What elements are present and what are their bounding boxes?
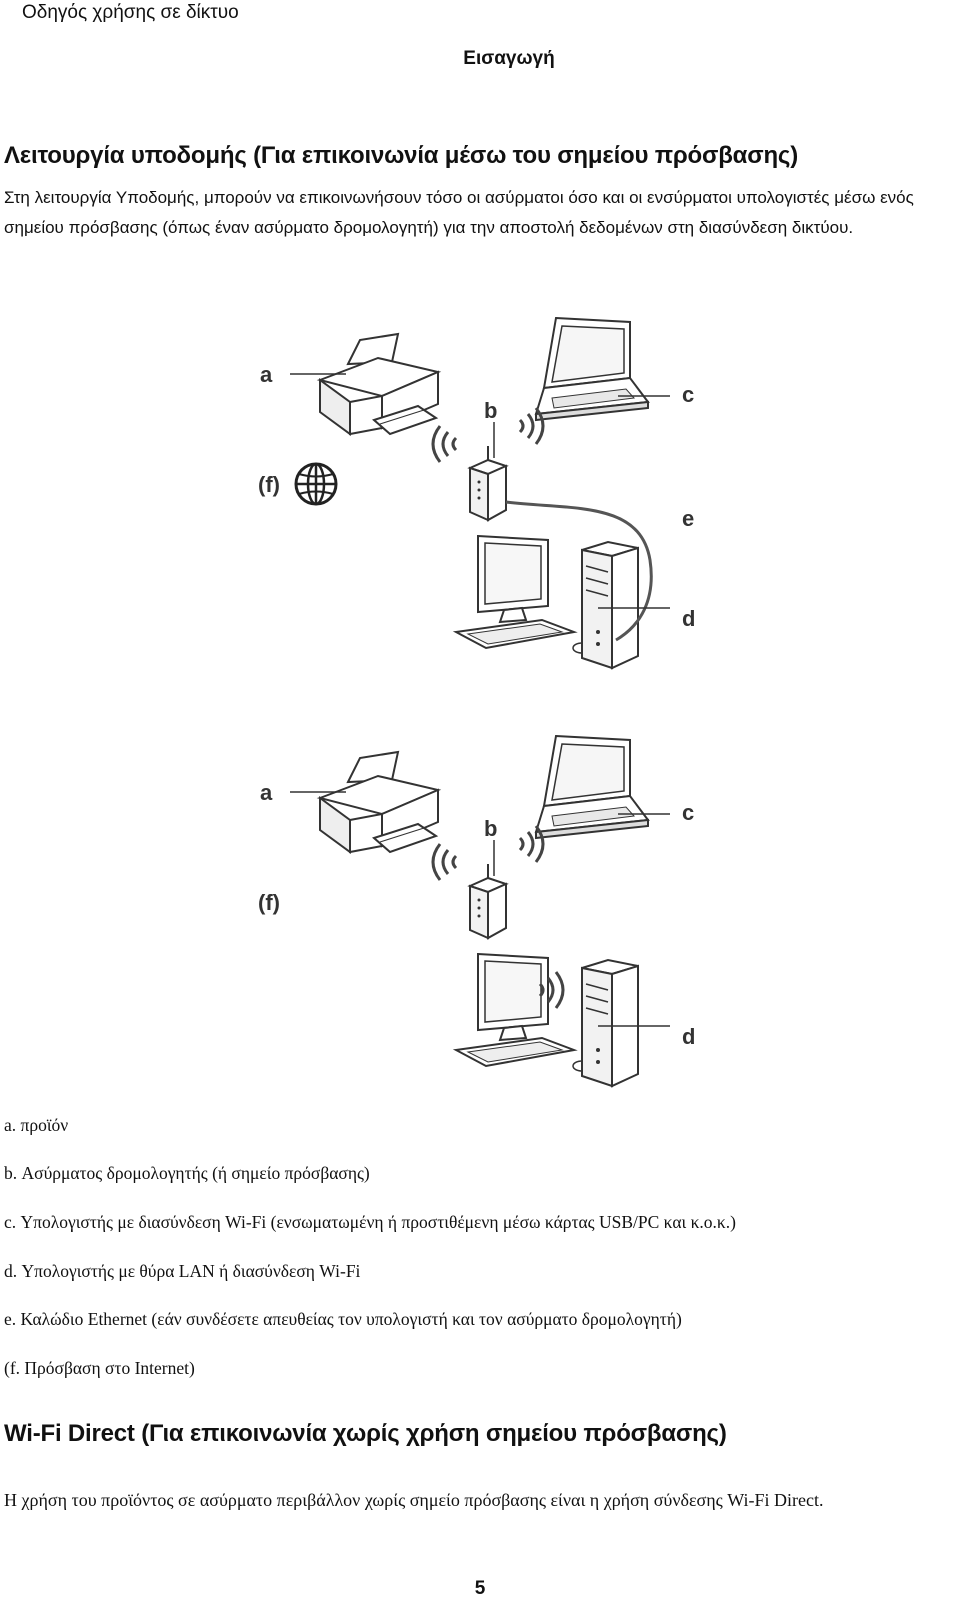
infrastructure-diagram-wired: a b c e d (f) [258,317,695,669]
desktop-computer-icon [455,535,639,669]
printer-icon [319,333,439,435]
diagram-label-d: d [682,1024,695,1049]
globe-icon [294,462,338,506]
laptop-icon [535,735,649,839]
legend-item: b. Ασύρματος δρομολογητής (ή σημείο πρόσ… [4,1163,370,1183]
legend-item: e. Καλώδιο Ethernet (εάν συνδέσετε απευθ… [4,1309,682,1329]
section-title: Εισαγωγή [463,48,555,69]
printer-icon [319,751,439,853]
legend-item: a. προϊόν [4,1115,69,1135]
wifi-waves-icon [431,842,458,882]
diagram-label-d: d [682,606,695,631]
wifi-waves-icon [518,824,545,864]
diagram-label-f: (f) [258,472,280,497]
infrastructure-mode-paragraph: Στη λειτουργία Υποδομής, μπορούν να επικ… [4,188,914,237]
infrastructure-mode-heading: Λειτουργία υποδομής (Για επικοινωνία μέσ… [4,142,798,169]
diagram-label-e: e [682,506,694,531]
laptop-icon [535,317,649,421]
wifi-waves-icon [431,424,458,464]
legend-item: (f. Πρόσβαση στο Internet) [4,1358,195,1378]
diagram-label-b: b [484,816,497,841]
legend-item: c. Υπολογιστής με διασύνδεση Wi-Fi (ενσω… [4,1212,736,1232]
router-icon [469,863,507,939]
infrastructure-diagram-wireless: a b c d (f) [258,735,695,1087]
legend-item: d. Υπολογιστής με θύρα LAN ή διασύνδεση … [4,1261,361,1281]
wifi-direct-heading: Wi-Fi Direct (Για επικοινωνία χωρίς χρήσ… [4,1420,727,1447]
diagram-label-c: c [682,800,694,825]
diagram-label-b: b [484,398,497,423]
page-number: 5 [474,1578,486,1599]
wifi-waves-icon [518,406,545,446]
router-icon [469,445,507,521]
ethernet-cable [505,500,653,642]
document-title: Οδηγός χρήσης σε δίκτυο [22,2,239,23]
diagram-label-c: c [682,382,694,407]
desktop-computer-icon [455,953,639,1087]
diagram-label-f: (f) [258,890,280,915]
wifi-direct-paragraph: Η χρήση του προϊόντος σε ασύρματο περιβά… [4,1490,824,1510]
diagram-label-a: a [260,362,273,387]
diagram-label-a: a [260,780,273,805]
